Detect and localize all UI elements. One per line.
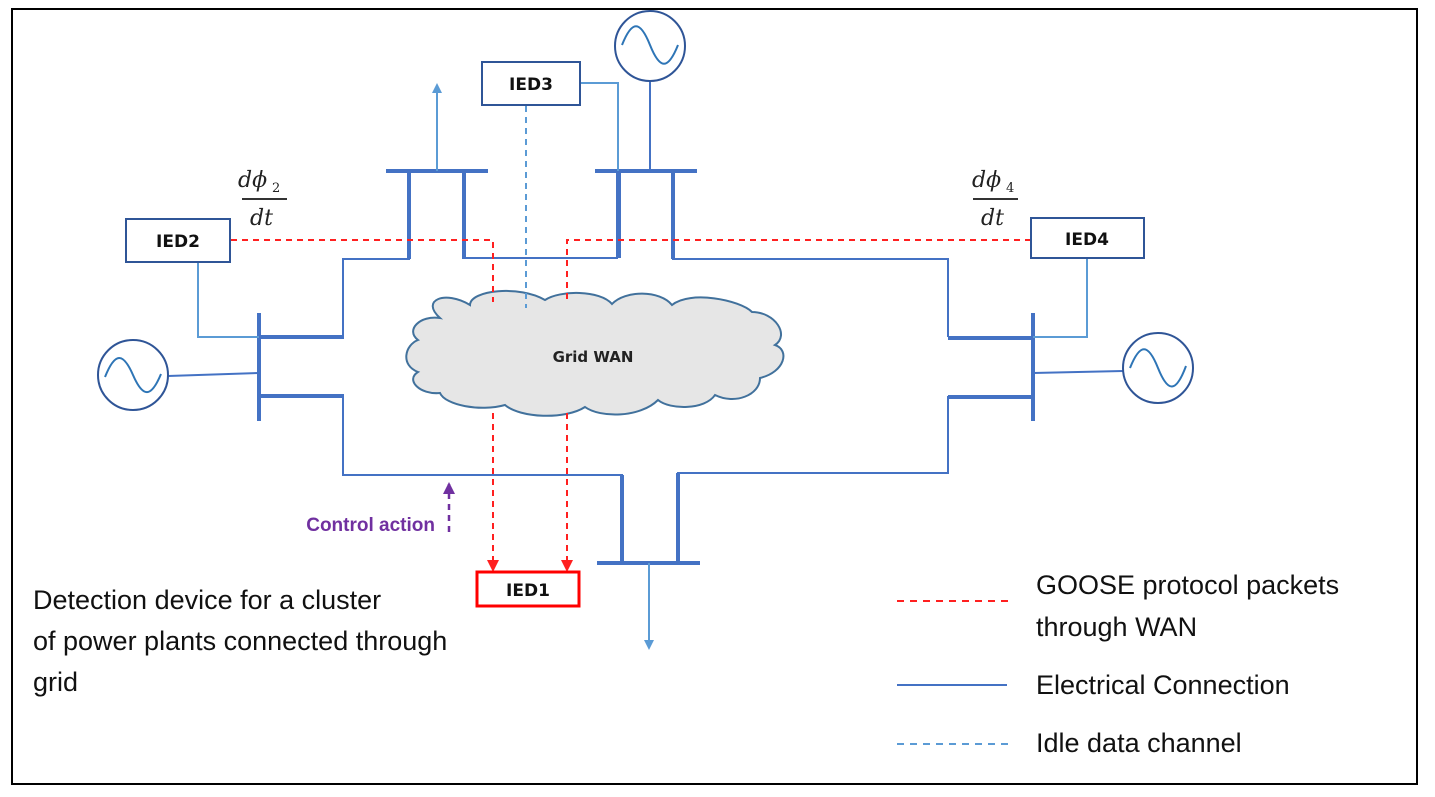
ied1-box[interactable]: IED1: [475, 570, 581, 608]
cloud-label: Grid WAN: [553, 348, 634, 366]
line-left-to-topleft: [342, 172, 410, 337]
ied4-box[interactable]: IED4: [1030, 217, 1145, 259]
ied2-box[interactable]: IED2: [125, 218, 231, 263]
derivative-ied2-subscript: 2: [272, 181, 280, 196]
ied2-label: IED2: [156, 232, 200, 252]
description-line-1: Detection device for a cluster: [33, 585, 381, 615]
derivative-ied2: dϕ 2: [238, 168, 280, 196]
sine-wave-icon: [1129, 348, 1187, 388]
line-topleft-to-topright: [463, 172, 618, 259]
goose-path-ied4: [566, 239, 1031, 302]
sine-wave-icon: [621, 25, 679, 65]
sine-wave-icon: [104, 357, 162, 394]
bus-top-left: [386, 169, 488, 259]
derivative-ied4-denominator: dt: [981, 206, 1004, 231]
legend-item-electrical: Electrical Connection: [897, 670, 1290, 700]
description-line-2: of power plants connected through: [33, 626, 447, 656]
ied3-label: IED3: [509, 75, 553, 95]
legend-item-goose: GOOSE protocol packets through WAN: [897, 570, 1339, 642]
line-right-to-bottom: [677, 396, 949, 563]
derivative-ied4-subscript: 4: [1006, 181, 1014, 196]
goose-path-ied2: [231, 239, 494, 302]
legend-idle-label: Idle data channel: [1036, 728, 1242, 758]
description: Detection device for a cluster of power …: [33, 585, 447, 697]
generator-left: [97, 339, 260, 411]
link-ied3-to-top-right-bus: [581, 82, 619, 171]
bus-right: [948, 313, 1035, 421]
ied4-label: IED4: [1065, 230, 1109, 250]
line-left-to-bottom: [342, 396, 623, 563]
legend-item-idle: Idle data channel: [897, 728, 1242, 758]
link-ied4-to-right-bus: [1033, 258, 1088, 338]
legend-goose-line-1: GOOSE protocol packets: [1036, 570, 1339, 600]
legend-goose-line-2: through WAN: [1036, 612, 1197, 642]
bus-bottom: [597, 473, 700, 565]
generator-right: [1032, 332, 1194, 404]
ied3-box[interactable]: IED3: [481, 61, 581, 106]
bus-left: [257, 313, 344, 421]
ied-measurement-links: [197, 82, 1088, 338]
derivative-ied2-denominator: dt: [250, 206, 273, 231]
legend-electrical-label: Electrical Connection: [1036, 670, 1290, 700]
grid-wan-cloud: Grid WAN: [405, 289, 785, 417]
description-line-3: grid: [33, 667, 78, 697]
derivative-ied4: dϕ 4: [972, 168, 1014, 196]
generator-top: [614, 10, 686, 171]
control-action-label: Control action: [306, 515, 435, 536]
goose-paths: [231, 239, 1031, 572]
bus-top-right: [595, 169, 697, 259]
legend: GOOSE protocol packets through WAN Elect…: [897, 570, 1339, 758]
link-ied2-to-left-bus: [197, 263, 259, 338]
ied1-label: IED1: [506, 581, 550, 601]
derivative-ied2-numerator: dϕ: [238, 168, 267, 193]
derivative-ied4-numerator: dϕ: [972, 168, 1001, 193]
